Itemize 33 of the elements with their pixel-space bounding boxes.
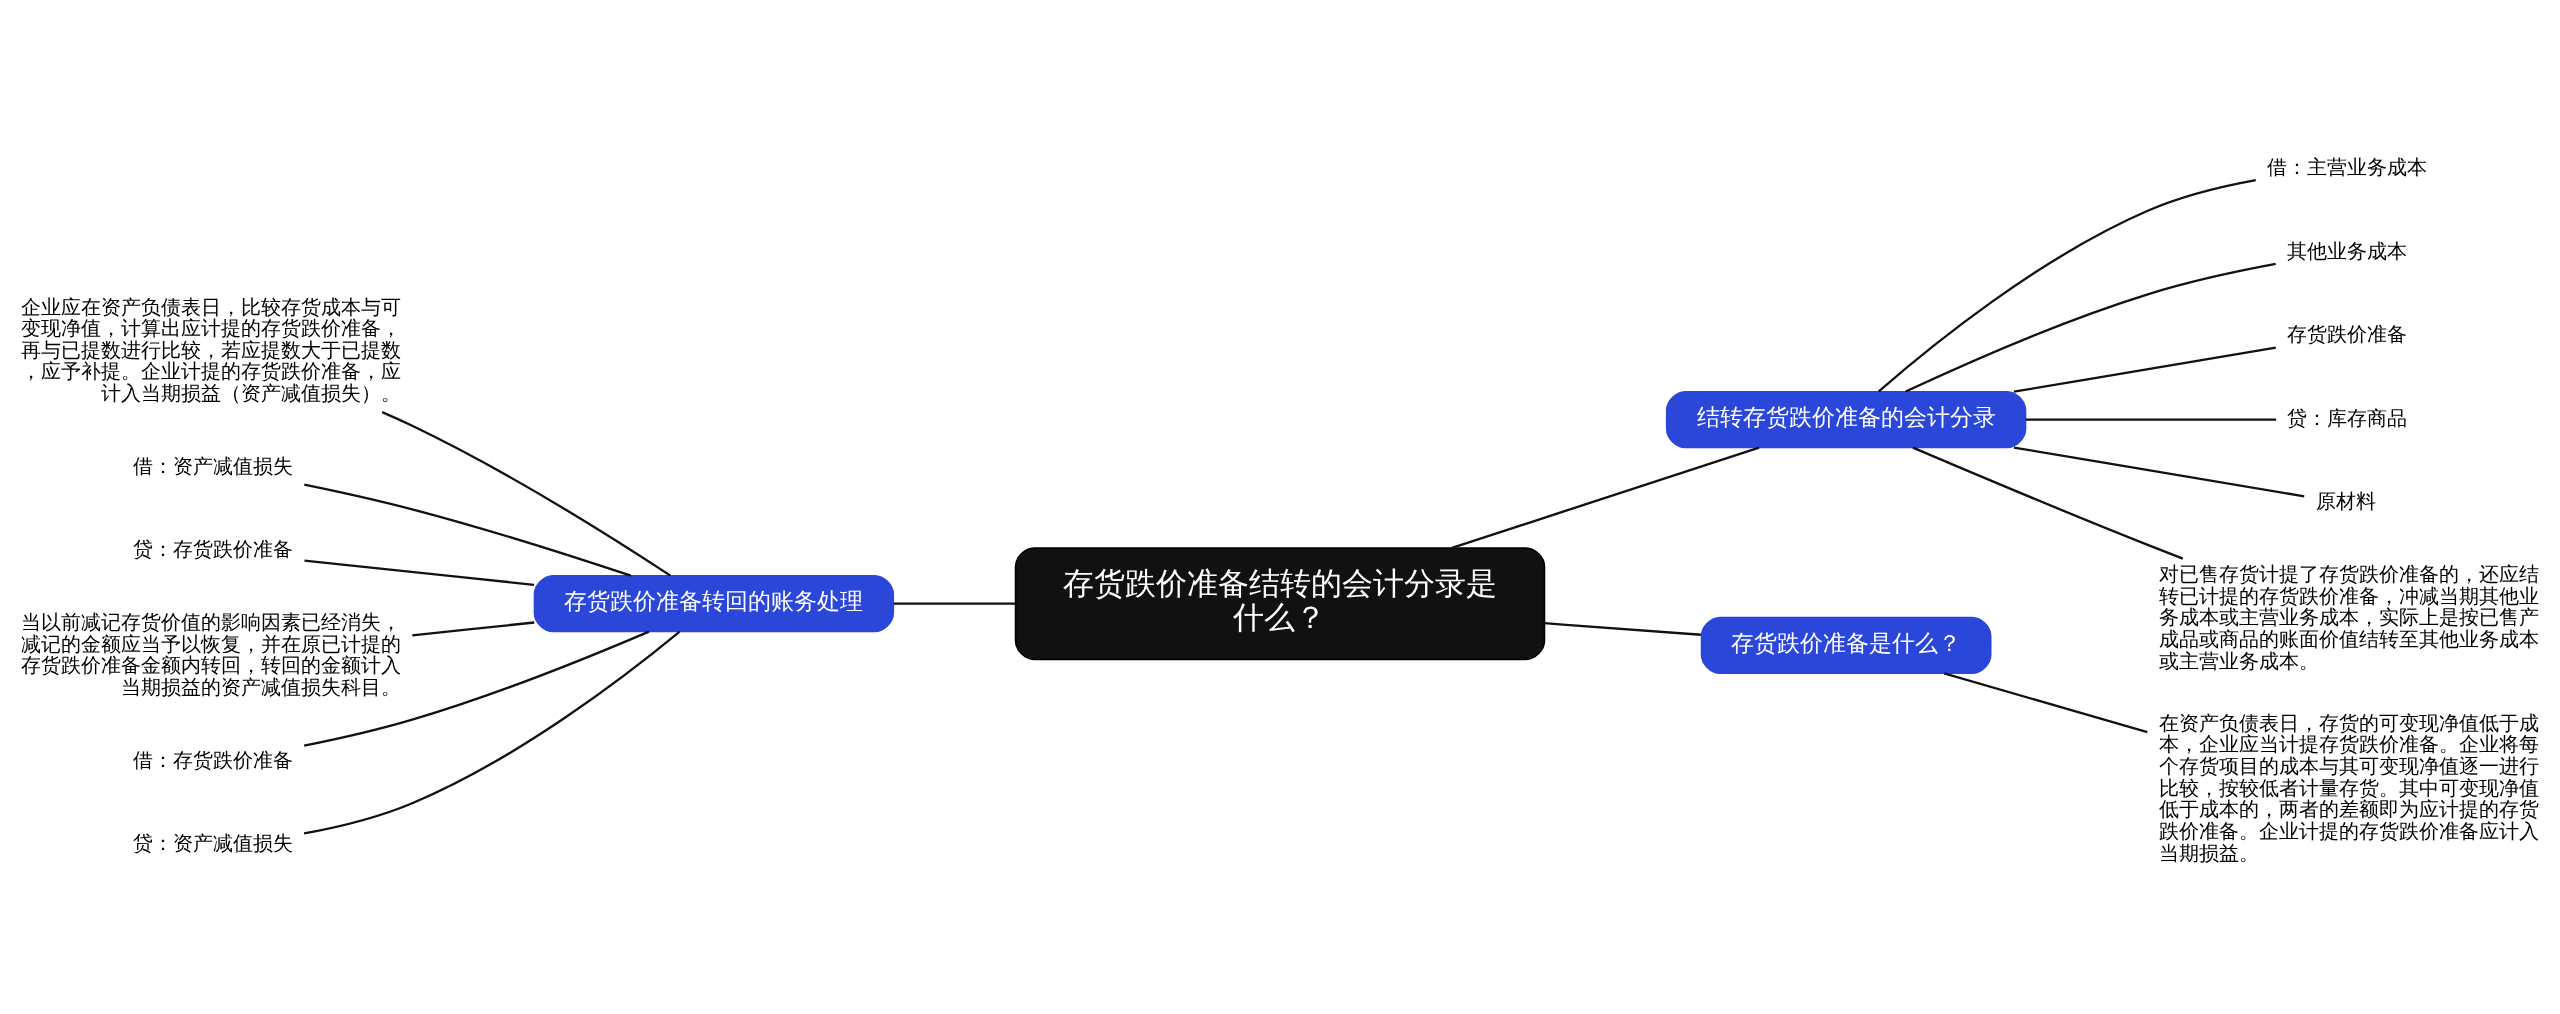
node-text: 贷：库存商品 — [2286, 405, 2407, 430]
node-text: 企业应在资产负债表日，比较存货成本与可变现净值，计算出应计提的存货跌价准备，再与已提数进行比较，若应提数大于已提数，应予补提。企业计提的存货跌价准备，应计入当期损益（资产减值损失）。 — [21, 294, 402, 406]
connector — [303, 630, 650, 747]
node-text: 借：存货跌价准备 — [133, 747, 294, 772]
connector — [1544, 622, 1701, 636]
node-text: 原材料 — [2315, 489, 2376, 514]
connector — [304, 483, 632, 577]
node-box: 结转存货跌价准备的会计分录 — [1665, 391, 2027, 449]
node-text: 借：资产减值损失 — [133, 453, 294, 478]
connector — [893, 602, 1016, 605]
node-box: 存货跌价准备转回的账务处理 — [533, 575, 895, 633]
node-box: 存货跌价准备结转的会计分录是什么？ — [1014, 547, 1546, 661]
node-text: 存货跌价准备 — [2286, 322, 2407, 347]
connector — [304, 559, 535, 586]
connector — [1878, 179, 2256, 393]
connector — [2013, 346, 2276, 393]
node-text: 贷：资产减值损失 — [133, 831, 294, 856]
connector — [1912, 446, 2184, 560]
connector — [1905, 262, 2276, 393]
node-text: 在资产负债表日，存货的可变现净值低于成本，企业应当计提存货跌价准备。企业将每个存货项目的成本与其可变现净值逐一进行比较，按较低者计量存货。其中可变现净值低于成本的，两者的差额即为应计提的存货跌价准备。企业计提的存货跌价准备应计入当期损益。 — [2158, 710, 2539, 865]
connector — [412, 621, 535, 637]
node-text: 当以前减记存货价值的影响因素已经消失，减记的金额应当予以恢复，并在原已计提的存货跌价准备金额内转回，转回的金额计入当期损益的资产减值损失科目。 — [21, 610, 402, 700]
connector — [1943, 672, 2148, 734]
connector — [2025, 418, 2277, 421]
node-text: 借：主营业务成本 — [2266, 155, 2427, 180]
node-text: 贷：存货跌价准备 — [133, 537, 294, 562]
node-box: 存货跌价准备是什么？ — [1700, 616, 1992, 675]
node-text: 对已售存货计提了存货跌价准备的，还应结转已计提的存货跌价准备，冲减当期其他业务成本或主营业务成本，实际上是按已售产成品或商品的账面价值结转至其他业务成本或主营业务成本。 — [2158, 562, 2539, 673]
connector — [381, 411, 672, 577]
connector — [2013, 446, 2305, 498]
node-text: 其他业务成本 — [2286, 238, 2407, 263]
connector — [303, 630, 681, 835]
connector — [1451, 446, 1760, 550]
